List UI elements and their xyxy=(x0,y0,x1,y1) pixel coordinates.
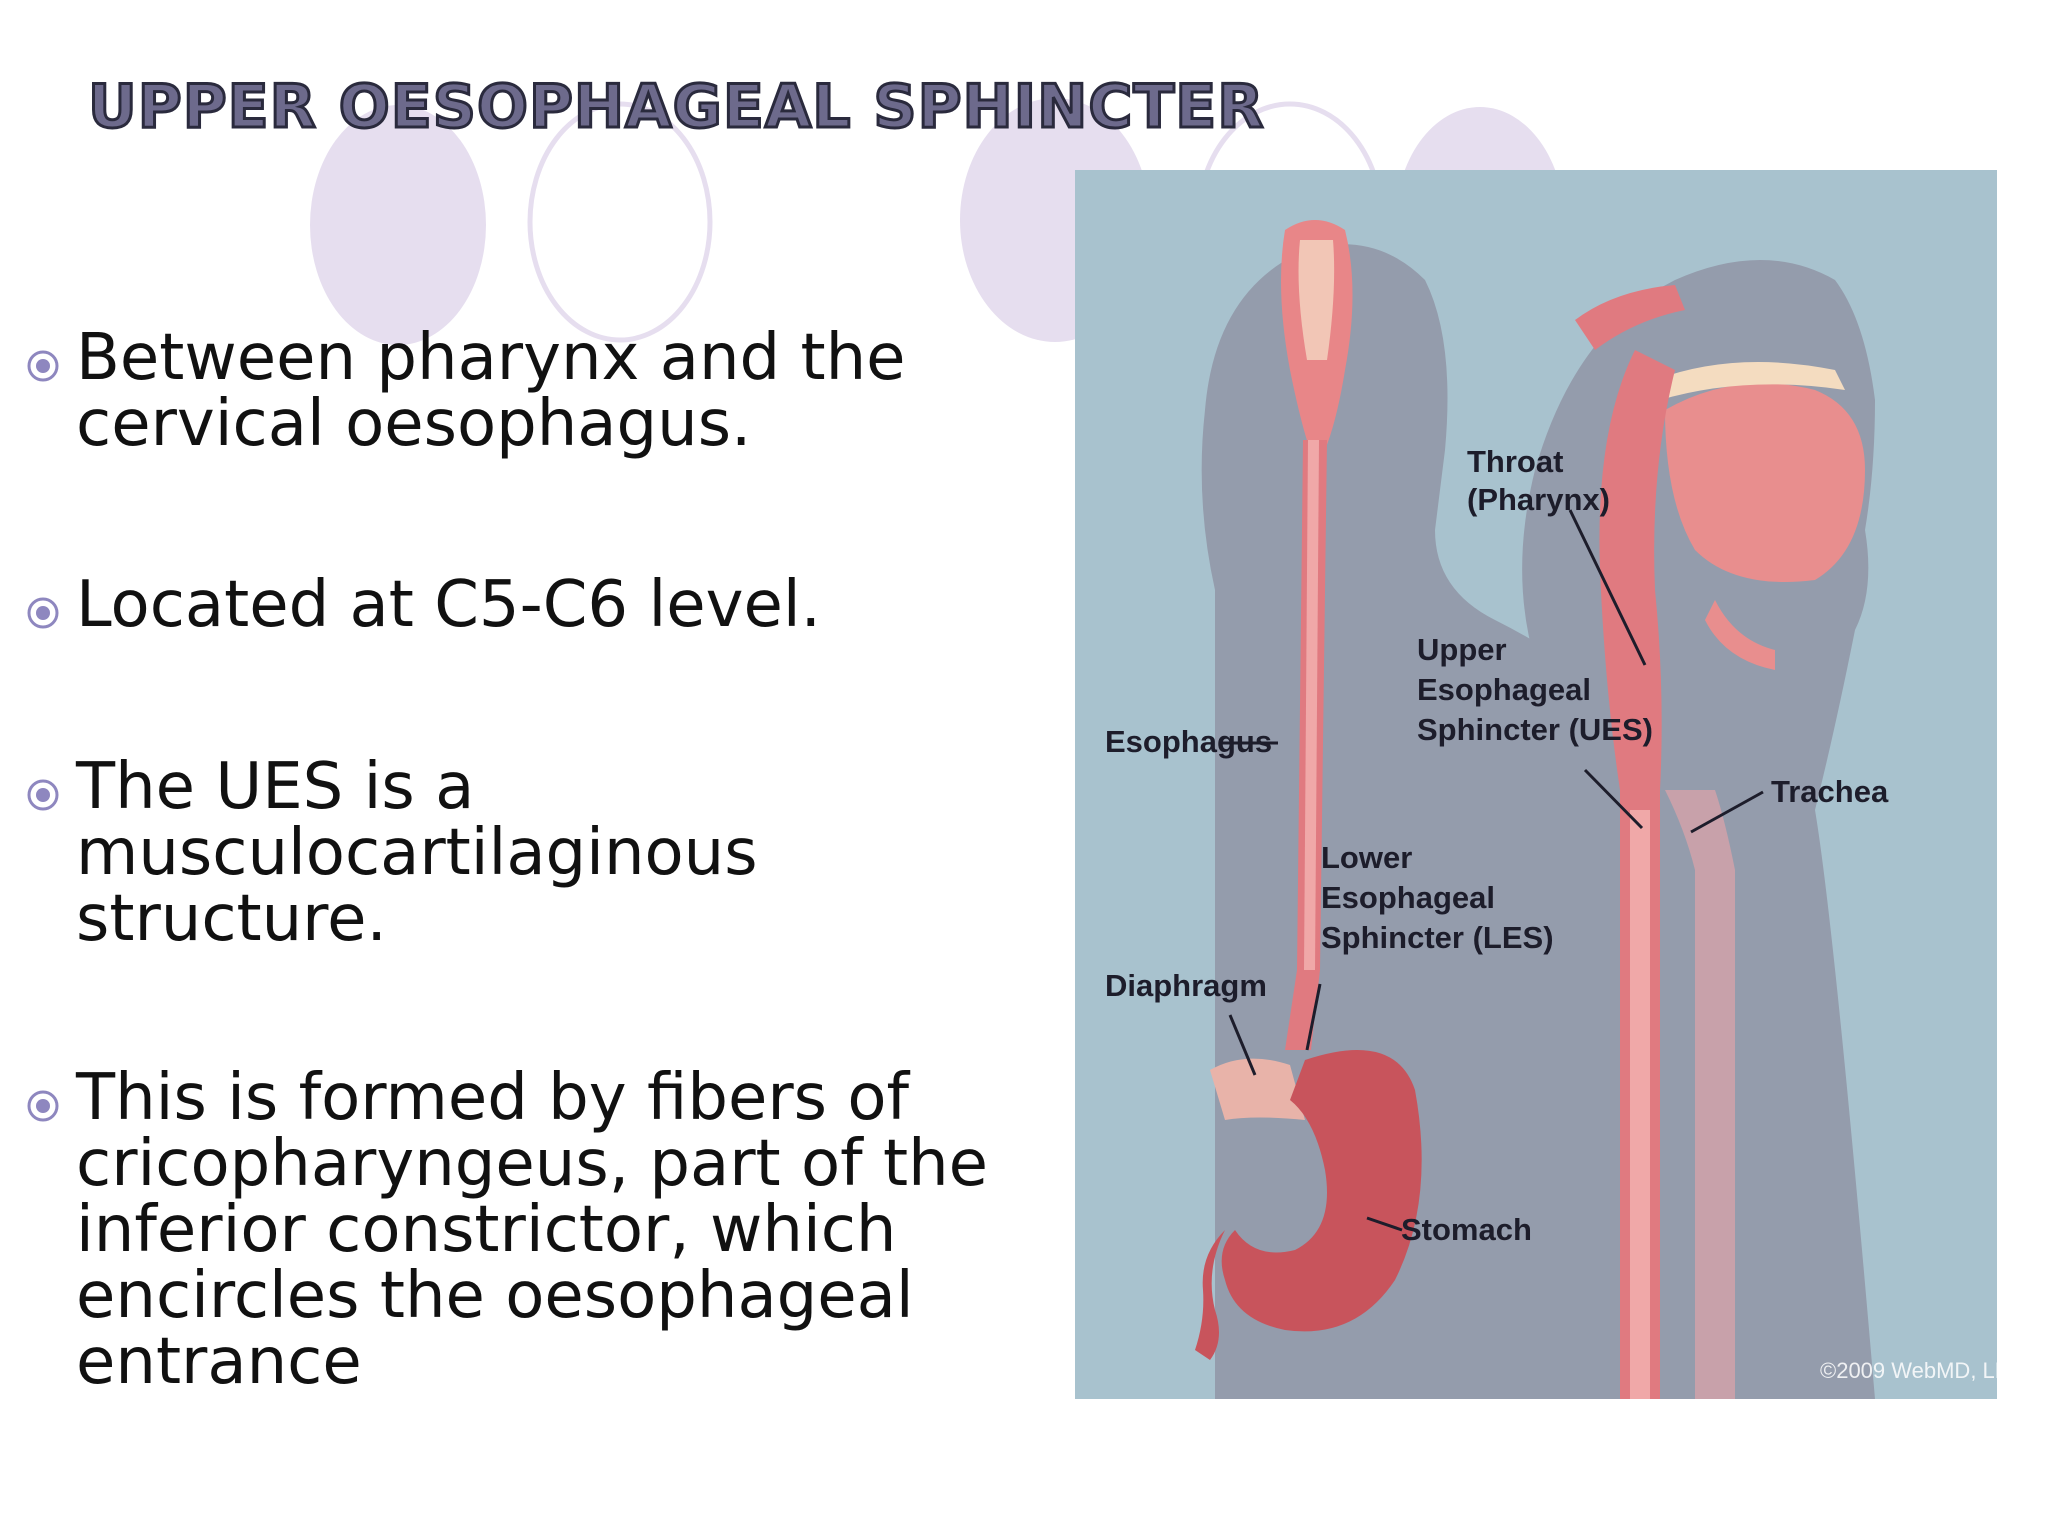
label-diaphragm: Diaphragm xyxy=(1105,968,1267,1003)
bullet-item: This is formed by fibers of cricopharyng… xyxy=(24,1065,1044,1395)
label-les: Sphincter (LES) xyxy=(1321,920,1554,955)
bullet-item: Between pharynx and the cervical oesopha… xyxy=(24,325,1044,457)
esophagus-diagram: Throat (Pharynx) Upper Esophageal Sphinc… xyxy=(1075,170,1997,1399)
bullet-item: The UES is a musculocartilaginous struct… xyxy=(24,754,1044,952)
label-pharynx: (Pharynx) xyxy=(1467,482,1610,517)
bullet-text: This is formed by fibers of cricopharyng… xyxy=(76,1061,989,1399)
side-tongue xyxy=(1665,383,1865,582)
label-upper: Upper xyxy=(1417,632,1507,667)
circle-dot-bullet-icon xyxy=(27,779,59,811)
bullet-text: Between pharynx and the cervical oesopha… xyxy=(76,321,906,461)
label-upper-esophageal: Esophageal xyxy=(1417,672,1591,707)
label-throat: Throat xyxy=(1467,444,1563,479)
bullet-text: The UES is a musculocartilaginous struct… xyxy=(76,750,758,956)
label-stomach: Stomach xyxy=(1401,1212,1532,1247)
label-lower-esophageal: Esophageal xyxy=(1321,880,1495,915)
leader-lines xyxy=(1222,509,1764,1232)
side-trachea xyxy=(1665,790,1735,1399)
circle-dot-bullet-icon xyxy=(27,350,59,382)
label-lower: Lower xyxy=(1321,840,1412,875)
circle-dot-bullet-icon xyxy=(27,597,59,629)
bullet-text: Located at C5-C6 level. xyxy=(76,568,821,642)
diaphragm-shape xyxy=(1210,1058,1305,1120)
bullet-item: Located at C5-C6 level. xyxy=(24,572,1044,638)
label-esophagus: Esophagus xyxy=(1105,724,1272,759)
slide-title: UPPER OESOPHAGEAL SPHINCTER xyxy=(86,71,1265,144)
anatomy-figure: Throat (Pharynx) Upper Esophageal Sphinc… xyxy=(1075,170,1997,1399)
label-ues: Sphincter (UES) xyxy=(1417,712,1653,747)
circle-dot-bullet-icon xyxy=(27,1090,59,1122)
stomach-shape xyxy=(1221,1050,1422,1332)
copyright-text: ©2009 WebMD, LLC. xyxy=(1820,1358,1997,1383)
label-trachea: Trachea xyxy=(1771,774,1889,809)
